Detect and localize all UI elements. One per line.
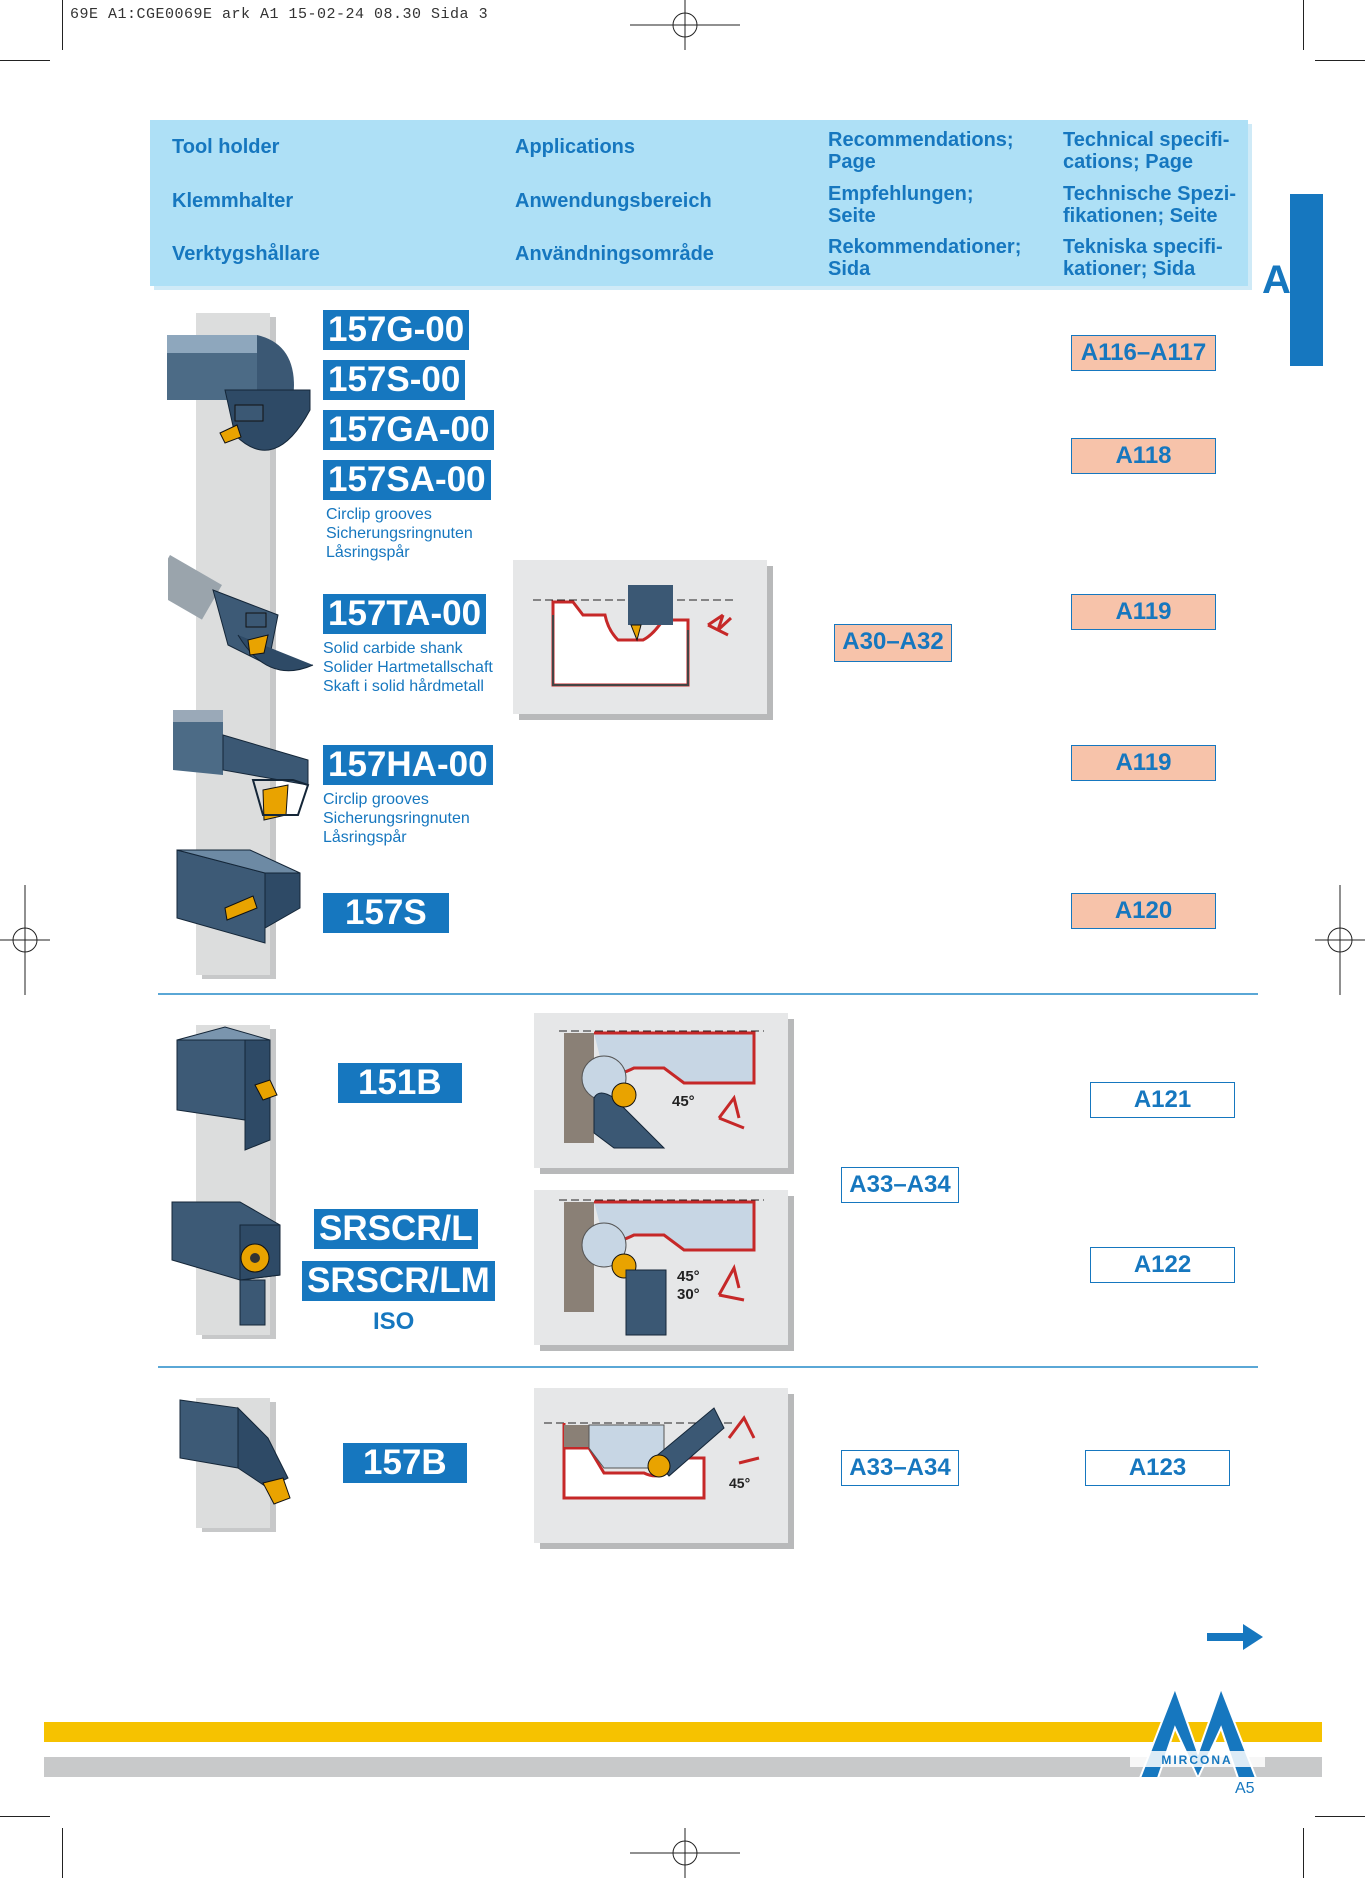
- spec-a120[interactable]: A120: [1071, 893, 1216, 929]
- subtitle-circlip-2: Circlip grooves Sicherungsringnuten Låsr…: [323, 791, 470, 846]
- section-tab-letter: A: [1262, 258, 1291, 302]
- code-157s: 157S: [323, 893, 449, 933]
- spec-a123[interactable]: A123: [1085, 1450, 1230, 1486]
- crop-mark: [0, 60, 50, 61]
- profile-diagram-srscr: 45° 30°: [534, 1190, 788, 1345]
- footer-grey-band: [44, 1757, 1322, 1777]
- groove-diagram-1: [513, 560, 767, 714]
- spec-a119-b[interactable]: A119: [1071, 745, 1216, 781]
- angle-label: 45°: [729, 1475, 750, 1491]
- rec-a33-a34-b[interactable]: A33–A34: [841, 1450, 959, 1486]
- header-table: Tool holder Klemmhalter Verktygshållare …: [150, 120, 1248, 286]
- header-applications-en: Applications: [515, 136, 636, 158]
- crop-mark: [62, 1828, 63, 1878]
- spec-a119-a[interactable]: A119: [1071, 594, 1216, 630]
- boring-bar-157ha-image: [173, 710, 310, 821]
- code-157ha-00: 157HA-00: [323, 745, 493, 785]
- logo-text: MIRCONA: [1161, 1753, 1232, 1767]
- crop-mark: [1315, 1816, 1365, 1817]
- code-157sa-00: 157SA-00: [323, 460, 491, 500]
- section-divider-2: [158, 1366, 1258, 1368]
- spec-a121[interactable]: A121: [1090, 1082, 1235, 1118]
- section-tab: [1290, 194, 1323, 366]
- crop-mark: [1315, 60, 1365, 61]
- registration-mark-bottom: [630, 1828, 740, 1878]
- code-151b: 151B: [338, 1063, 462, 1103]
- code-157s-00: 157S-00: [323, 360, 466, 400]
- header-tool-holder-en: Tool holder: [172, 136, 280, 158]
- holder-srscr-image: [171, 1201, 281, 1326]
- crop-mark: [62, 0, 63, 50]
- code-157g-00: 157G-00: [323, 310, 470, 350]
- crop-mark: [1303, 0, 1304, 50]
- footer-yellow-band: [44, 1722, 1322, 1742]
- header-applications-sv: Användningsområde: [515, 243, 714, 265]
- header-tool-holder-de: Klemmhalter: [172, 190, 294, 212]
- header-recommendations-de: Empfehlungen; Seite: [828, 183, 974, 227]
- iso-label: ISO: [373, 1308, 415, 1335]
- registration-mark-top: [630, 0, 740, 50]
- registration-mark-right: [1315, 885, 1365, 995]
- header-recommendations-en: Recommendations; Page: [828, 129, 1014, 173]
- boring-bar-157g-image: [167, 335, 311, 451]
- header-technical-en: Technical specifi- cations; Page: [1063, 129, 1230, 173]
- crop-mark: [0, 1816, 50, 1817]
- code-srscr-l: SRSCR/L: [314, 1209, 478, 1249]
- angle-label: 45°: [677, 1268, 700, 1285]
- code-157ga-00: 157GA-00: [323, 410, 495, 450]
- spec-a118[interactable]: A118: [1071, 438, 1216, 474]
- rec-a30-a32[interactable]: A30–A32: [834, 624, 952, 662]
- print-slug: 69E A1:CGE0069E ark A1 15-02-24 08.30 Si…: [70, 6, 489, 23]
- header-technical-de: Technische Spezi- fikationen; Seite: [1063, 183, 1237, 227]
- angle-label: 45°: [672, 1093, 695, 1110]
- section-divider-1: [158, 993, 1258, 995]
- registration-mark-left: [0, 885, 50, 995]
- crop-mark: [1303, 1828, 1304, 1878]
- profile-diagram-157b: 45°: [534, 1388, 788, 1543]
- code-157ta-00: 157TA-00: [323, 594, 487, 634]
- mircona-logo: MIRCONA: [1130, 1685, 1265, 1781]
- profile-diagram-151b: 45°: [534, 1013, 788, 1168]
- holder-157s-image: [176, 849, 301, 944]
- spec-a122[interactable]: A122: [1090, 1247, 1235, 1283]
- code-srscr-lm: SRSCR/LM: [302, 1261, 495, 1301]
- page-number: A5: [1235, 1780, 1255, 1797]
- subtitle-solid-carbide: Solid carbide shank Solider Hartmetallsc…: [323, 640, 493, 695]
- rec-a33-a34[interactable]: A33–A34: [841, 1167, 959, 1203]
- boring-bar-157ta-image: [168, 555, 314, 672]
- code-157b: 157B: [343, 1443, 467, 1483]
- header-tool-holder-sv: Verktygshållare: [172, 243, 320, 265]
- angle-label: 30°: [677, 1286, 700, 1303]
- spec-a116-a117[interactable]: A116–A117: [1071, 335, 1216, 371]
- header-recommendations-sv: Rekommendationer; Sida: [828, 236, 1022, 280]
- header-technical-sv: Tekniska specifi- kationer; Sida: [1063, 236, 1223, 280]
- holder-151b-image: [176, 1026, 278, 1151]
- subtitle-circlip-1: Circlip grooves Sicherungsringnuten Låsr…: [326, 506, 473, 561]
- next-page-arrow-icon[interactable]: [1207, 1622, 1265, 1652]
- header-applications-de: Anwendungsbereich: [515, 190, 712, 212]
- boring-bar-157b-image: [179, 1399, 291, 1505]
